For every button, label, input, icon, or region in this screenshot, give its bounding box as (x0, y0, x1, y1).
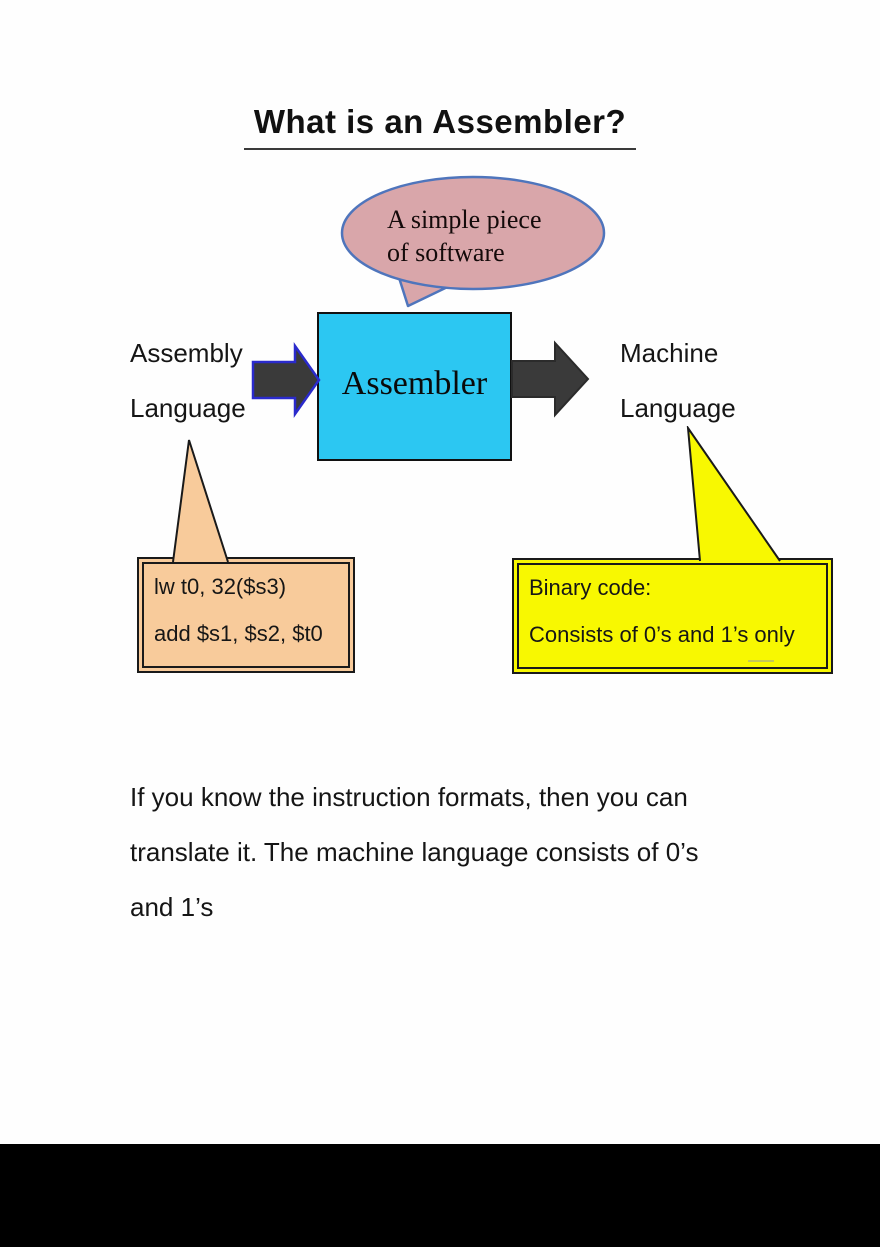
right-arrow-shape (511, 340, 590, 418)
right-arrow (511, 340, 590, 418)
binary-callout-tail (686, 426, 781, 562)
code-callout-box: lw t0, 32($s3) add $s1, $s2, $t0 (137, 557, 355, 673)
code-callout-tail-shape (172, 439, 229, 563)
paragraph-line3: and 1’s (130, 892, 214, 922)
assembly-label-line1: Assembly (130, 338, 243, 368)
smudge-mark (748, 660, 774, 662)
body-paragraph: If you know the instruction formats, the… (130, 770, 790, 935)
binary-line2: Consists of 0’s and 1’s only (529, 622, 795, 647)
binary-callout-box: Binary code: Consists of 0’s and 1’s onl… (512, 558, 833, 674)
speech-bubble-ellipse (340, 175, 606, 291)
speech-bubble-text: A simple piece of software (387, 203, 542, 269)
assembly-label-line2: Language (130, 393, 246, 423)
left-arrow (251, 342, 321, 418)
speech-bubble-line1: A simple piece (387, 205, 542, 234)
footer-bar (0, 1144, 880, 1247)
title-row: What is an Assembler? (0, 101, 880, 150)
page-title: What is an Assembler? (243, 101, 637, 150)
speech-bubble (340, 175, 606, 308)
paragraph-line1: If you know the instruction formats, the… (130, 782, 688, 812)
assembler-box-label: Assembler (341, 364, 488, 402)
machine-label-line2: Language (620, 393, 736, 423)
paragraph-line2: translate it. The machine language consi… (130, 837, 699, 867)
assembler-box: Assembler (317, 312, 512, 461)
binary-callout-inner-border: Binary code: Consists of 0’s and 1’s onl… (517, 563, 828, 669)
code-callout-inner-border: lw t0, 32($s3) add $s1, $s2, $t0 (142, 562, 350, 668)
speech-bubble-line2: of software (387, 238, 505, 267)
binary-line1: Binary code: (529, 575, 652, 600)
machine-label-line1: Machine (620, 338, 719, 368)
code-callout-tail (172, 439, 229, 563)
code-line2: add $s1, $s2, $t0 (154, 621, 323, 646)
binary-callout-tail-shape (686, 426, 781, 562)
code-line1: lw t0, 32($s3) (154, 574, 287, 599)
left-arrow-shape (251, 342, 321, 418)
